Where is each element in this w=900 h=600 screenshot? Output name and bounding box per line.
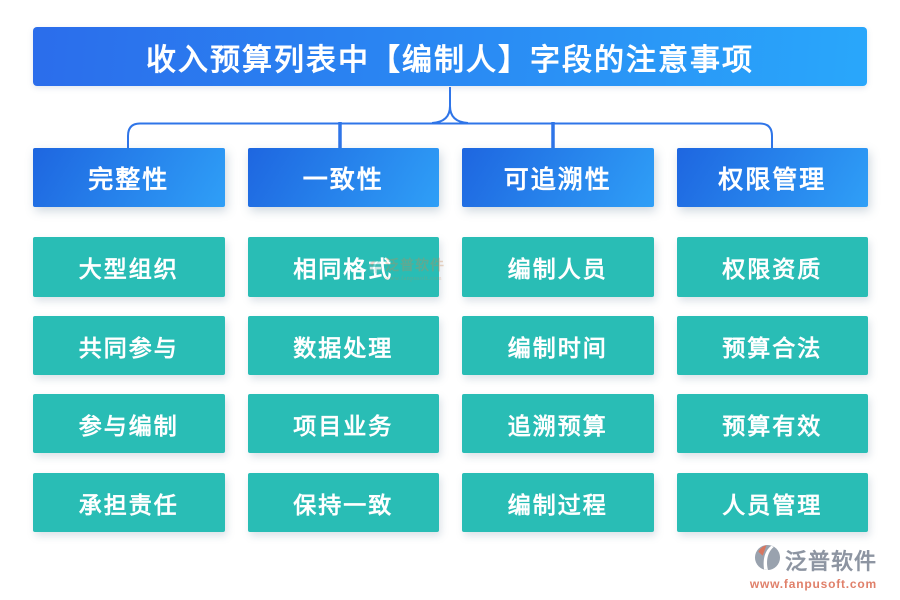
column-header-permissions: 权限管理 — [676, 148, 868, 207]
item-cell: 项目业务 — [247, 394, 439, 453]
brand-url: www.fanpusoft.com — [749, 577, 877, 591]
column-header-consistency: 一致性 — [247, 148, 439, 207]
item-row: 大型组织 相同格式 编制人员 权限资质 — [33, 237, 868, 297]
title-banner: 收入预算列表中【编制人】字段的注意事项 — [33, 27, 867, 86]
item-cell: 预算合法 — [676, 316, 868, 375]
item-cell: 数据处理 — [247, 316, 439, 375]
item-cell: 相同格式 — [247, 237, 439, 297]
brand-footer: 泛普软件 www.fanpusoft.com — [750, 544, 877, 591]
brand-name: 泛普软件 — [784, 549, 877, 574]
item-cell: 共同参与 — [33, 316, 225, 375]
header-row: 完整性 一致性 可追溯性 权限管理 — [33, 148, 868, 207]
item-cell: 承担责任 — [33, 473, 225, 532]
item-cell: 预算有效 — [676, 394, 868, 453]
item-row: 参与编制 项目业务 追溯预算 预算有效 — [33, 394, 868, 453]
item-cell: 保持一致 — [247, 473, 439, 532]
item-row: 承担责任 保持一致 编制过程 人员管理 — [33, 473, 868, 532]
brand-logo-icon — [754, 544, 781, 576]
item-cell: 大型组织 — [33, 237, 225, 297]
item-cell: 编制过程 — [462, 473, 654, 532]
item-cell: 编制时间 — [462, 316, 654, 375]
item-row: 共同参与 数据处理 编制时间 预算合法 — [33, 316, 868, 375]
item-cell: 追溯预算 — [462, 394, 654, 453]
item-cell: 人员管理 — [676, 473, 868, 532]
page-title: 收入预算列表中【编制人】字段的注意事项 — [146, 43, 754, 77]
column-header-completeness: 完整性 — [33, 148, 225, 207]
item-cell: 权限资质 — [676, 237, 868, 297]
item-cell: 编制人员 — [462, 237, 654, 297]
item-cell: 参与编制 — [33, 394, 225, 453]
column-header-traceability: 可追溯性 — [462, 148, 654, 207]
